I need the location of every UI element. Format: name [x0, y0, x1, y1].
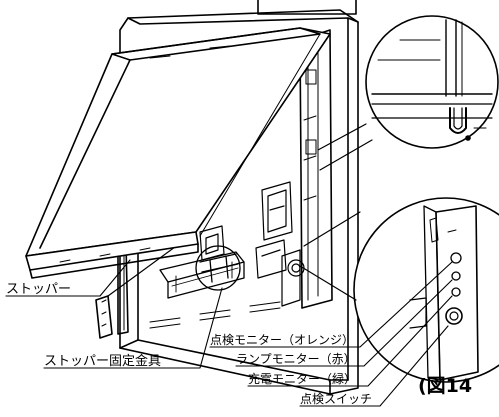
label-lamp-monitor: ランプモニター（赤）	[236, 352, 356, 366]
label-stopper-bracket: ストッパー固定金具	[44, 353, 161, 369]
label-charge-monitor: 充電モニター（緑）	[248, 371, 356, 386]
detail-circle-bracket	[195, 245, 241, 291]
leader-stopper-bracket	[43, 287, 223, 369]
leader-top-detail	[317, 123, 367, 151]
leader-panel-detail-2	[303, 211, 361, 247]
right-rail	[299, 29, 333, 309]
figure-number: (図14	[418, 375, 472, 397]
leader-stopper	[5, 259, 131, 297]
label-check-switch: 点検スイッチ	[300, 392, 372, 406]
leader-check-monitor	[209, 261, 453, 348]
top-tab	[257, 0, 357, 15]
front-panel	[25, 27, 331, 279]
leader-panel-detail	[299, 265, 357, 301]
leader-top-detail-2	[319, 139, 373, 171]
leader-check-switch	[299, 325, 449, 407]
detail-circle-panel	[353, 197, 499, 383]
leader-lamp-monitor	[235, 279, 453, 367]
leader-charge-monitor	[247, 295, 453, 387]
detail-circle-top	[365, 15, 499, 149]
bottom-slots	[149, 301, 281, 329]
label-check-monitor: 点検モニター（オレンジ）	[210, 333, 354, 347]
label-stopper: ストッパー	[6, 282, 71, 297]
